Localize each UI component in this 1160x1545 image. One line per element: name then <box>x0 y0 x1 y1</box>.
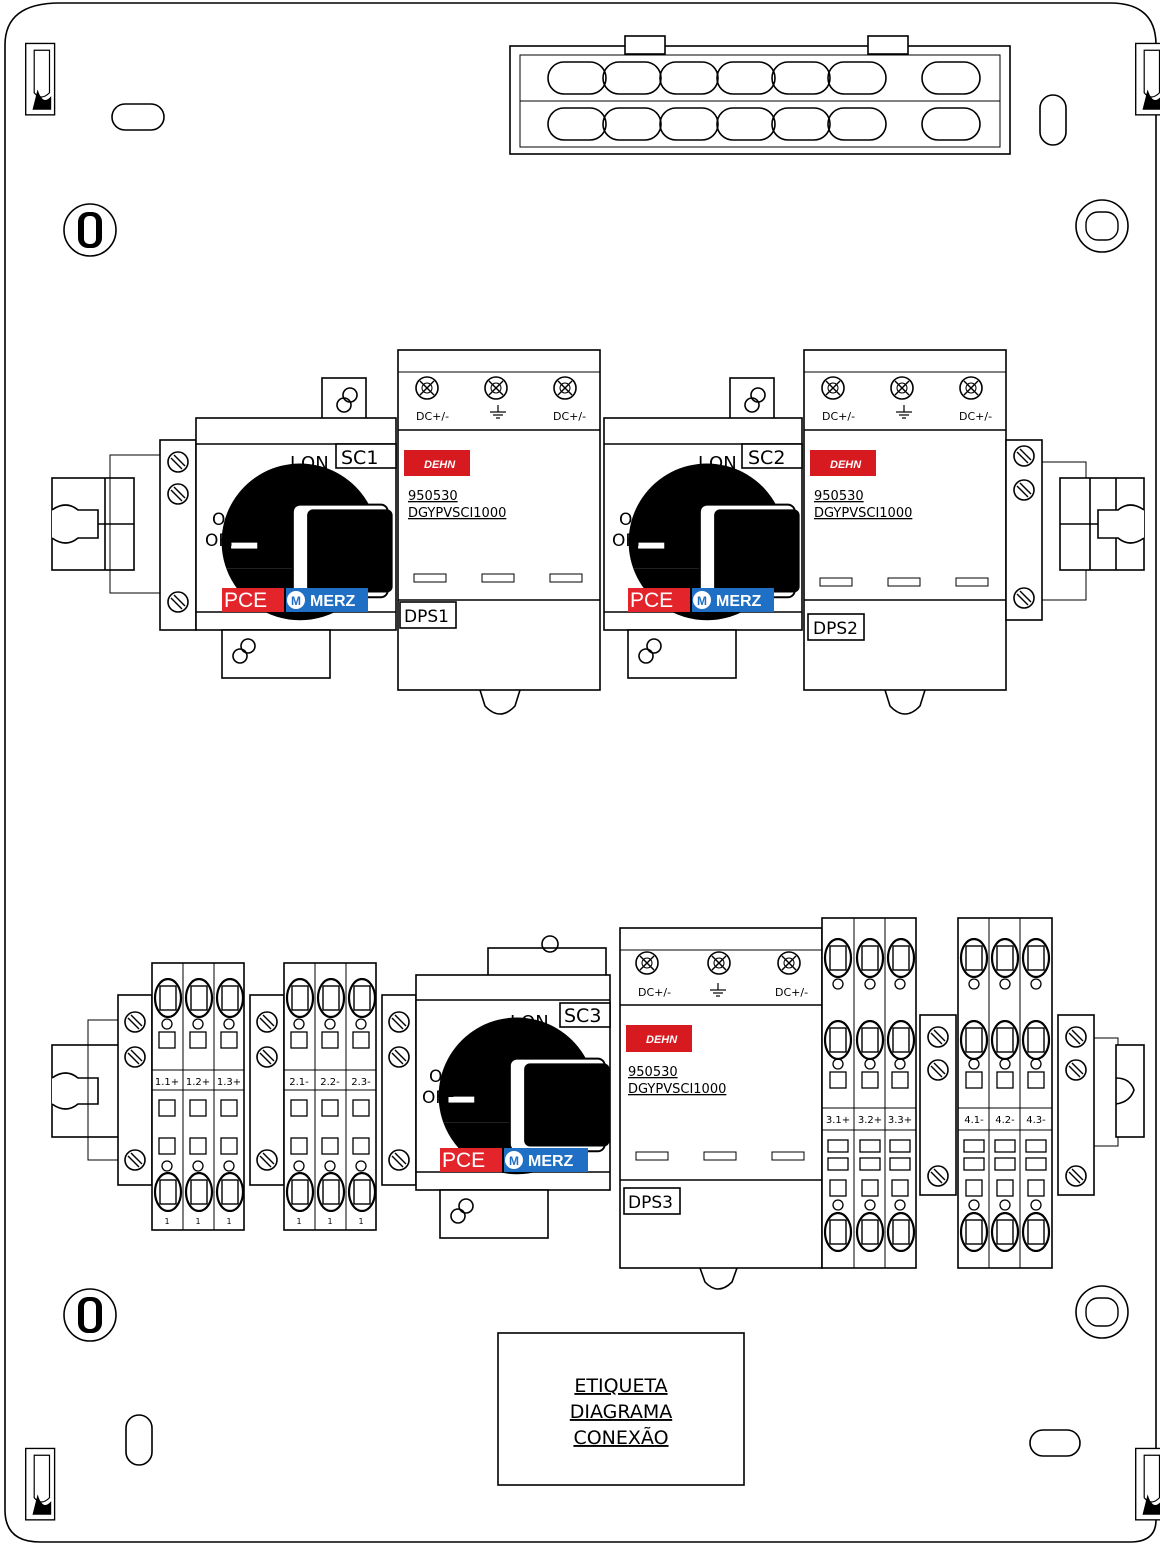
switch-sc3 <box>415 935 611 1239</box>
sc1-merz-logo-icon <box>287 591 305 609</box>
corner-clip-icon <box>1134 42 1160 116</box>
slot-icon <box>1029 1429 1081 1457</box>
terminal-label: 1.3+ <box>217 1077 241 1088</box>
mount-post-icon <box>1075 1285 1129 1339</box>
terminal-label: 1.1+ <box>155 1077 179 1088</box>
sc2-off-label: OFF <box>612 531 645 551</box>
din-end-stop-left-row2 <box>51 1019 121 1161</box>
label-box <box>497 1332 745 1486</box>
terminal-mark: 1 <box>296 1217 301 1226</box>
corner-clip-icon <box>24 1447 56 1521</box>
dps3-part: 950530 <box>628 1065 678 1080</box>
slot-icon <box>111 103 165 131</box>
din-end-stop-right <box>1059 477 1145 571</box>
dps2-term-left: DC+/- <box>822 410 855 423</box>
terminal-group-1 <box>117 962 245 1231</box>
terminal-mark: 1 <box>327 1217 332 1226</box>
mount-post-icon <box>63 203 117 257</box>
terminal-mark: 1 <box>358 1217 363 1226</box>
terminal-label: 3.3+ <box>888 1115 912 1126</box>
sc3-on-label: I ON <box>510 1012 549 1033</box>
switch-sc1 <box>195 377 397 679</box>
spd-dps3 <box>619 927 823 1290</box>
terminal-group-2 <box>249 962 377 1231</box>
sc2-tag: SC2 <box>748 447 785 469</box>
dps3-tag: DPS3 <box>628 1193 673 1213</box>
sc3-off-label: OFF <box>422 1088 455 1108</box>
sc1-brand-pce: PCE <box>224 589 267 612</box>
sc3-brand-merz: MERZ <box>528 1153 574 1170</box>
sc3-merz-logo-icon <box>505 1151 523 1169</box>
dps3-brand: DEHN <box>646 1034 678 1046</box>
terminal-group-4 <box>957 917 1053 1269</box>
dps2-term-right: DC+/- <box>959 410 992 423</box>
terminal-mark: 1 <box>164 1217 169 1226</box>
terminal-label: 1.2+ <box>186 1077 210 1088</box>
label-line-2: DIAGRAMA <box>570 1401 672 1423</box>
dps2-model: DGYPVSCI1000 <box>814 506 912 521</box>
dps1-brand: DEHN <box>424 459 456 471</box>
terminal-label: 4.2- <box>995 1115 1015 1126</box>
dps2-tag: DPS2 <box>813 619 858 639</box>
sc1-terminal-screws <box>159 439 197 631</box>
sc2-off-o: O <box>619 510 632 530</box>
terminal-label: 4.1- <box>964 1115 984 1126</box>
sc1-brand-m: M <box>291 594 301 608</box>
terminal-label: 2.1- <box>289 1077 309 1088</box>
terminal-label: 2.2- <box>320 1077 340 1088</box>
corner-clip-icon <box>1134 1447 1160 1521</box>
dps2-brand: DEHN <box>830 459 862 471</box>
sc3-brand-m: M <box>509 1154 519 1168</box>
dps1-term-right: DC+/- <box>553 410 586 423</box>
right-screws-row2 <box>1057 1014 1119 1196</box>
terminal-label: 3.1+ <box>826 1115 850 1126</box>
sc2-brand-pce: PCE <box>630 589 673 612</box>
mid-screws-row2 <box>919 1014 957 1196</box>
corner-clip-icon <box>24 42 56 116</box>
sc2-on-label: I ON <box>698 453 737 474</box>
cable-gland-plate <box>509 35 1011 155</box>
sc1-tag: SC1 <box>341 447 378 469</box>
spd-dps2 <box>803 349 1007 715</box>
spd-dps1 <box>397 349 601 715</box>
dps1-tag: DPS1 <box>404 607 449 627</box>
terminal-label: 3.2+ <box>858 1115 882 1126</box>
right-terminal-screws-row1 <box>1005 439 1087 621</box>
label-line-1: ETIQUETA <box>574 1375 667 1397</box>
enclosure-outline <box>4 2 1157 1543</box>
sc3-terminal-screws <box>381 994 417 1186</box>
terminal-label: 4.3- <box>1026 1115 1046 1126</box>
terminal-mark: 1 <box>195 1217 200 1226</box>
dps1-term-left: DC+/- <box>416 410 449 423</box>
din-end-stop-right-row2 <box>1115 1044 1145 1138</box>
slot-icon <box>125 1414 153 1466</box>
sc3-brand-pce: PCE <box>442 1149 485 1172</box>
sc1-off-o: O <box>212 510 225 530</box>
dps1-model: DGYPVSCI1000 <box>408 506 506 521</box>
mount-post-icon <box>63 1288 117 1342</box>
sc3-off-o: O <box>429 1067 442 1087</box>
sc2-merz-logo-icon <box>693 591 711 609</box>
dps1-part: 950530 <box>408 489 458 504</box>
terminal-mark: 1 <box>226 1217 231 1226</box>
sc1-on-label: I ON <box>290 453 329 474</box>
terminal-group-3 <box>821 917 917 1269</box>
dps3-model: DGYPVSCI1000 <box>628 1082 726 1097</box>
sc1-brand-merz: MERZ <box>310 593 356 610</box>
sc2-brand-merz: MERZ <box>716 593 762 610</box>
terminal-label: 2.3- <box>351 1077 371 1088</box>
label-line-3: CONEXÃO <box>573 1426 668 1449</box>
mount-post-icon <box>1075 199 1129 253</box>
sc2-brand-m: M <box>697 594 707 608</box>
sc3-tag: SC3 <box>564 1005 601 1027</box>
dps2-part: 950530 <box>814 489 864 504</box>
din-end-stop-left <box>51 454 167 594</box>
dps3-term-right: DC+/- <box>775 986 808 999</box>
dps3-term-left: DC+/- <box>638 986 671 999</box>
sc1-off-label: OFF <box>205 531 238 551</box>
switch-sc2 <box>603 377 803 679</box>
slot-icon <box>1039 94 1067 146</box>
